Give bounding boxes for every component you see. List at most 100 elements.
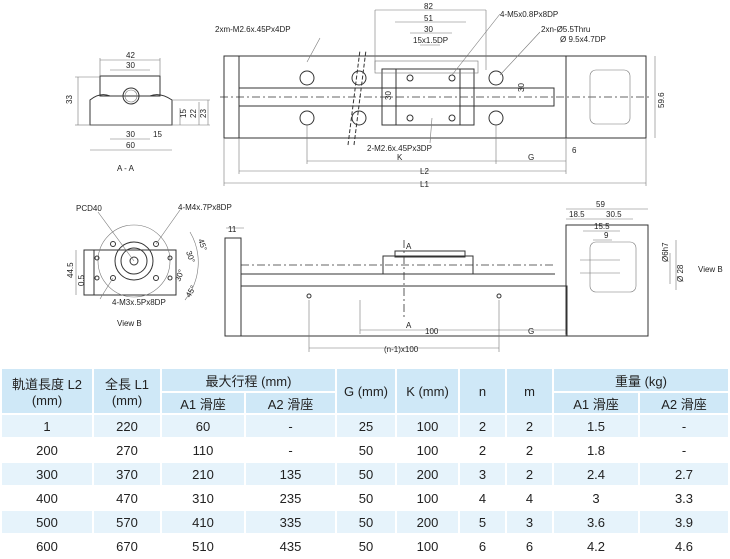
dim-42: 42 — [126, 51, 135, 60]
angle-30-bottom: 30° — [173, 268, 186, 282]
table-cell: 50 — [337, 463, 395, 485]
table-cell: 100 — [397, 487, 458, 509]
dim-15: 15 — [179, 109, 188, 118]
table-cell: 100 — [397, 439, 458, 461]
dim-44.5: 44.5 — [66, 262, 75, 278]
table-cell: 200 — [397, 463, 458, 485]
dim-18.5: 18.5 — [569, 210, 585, 219]
table-cell: 300 — [2, 463, 92, 485]
label-pcd40: PCD40 — [76, 204, 102, 213]
dim-k: K — [397, 153, 403, 162]
table-cell: 50 — [337, 511, 395, 533]
table-cell: 220 — [94, 415, 160, 437]
view-b: PCD40 4-M4x.7Px8DP 4-M3x.5Px8DP 44.5 0.5… — [66, 203, 232, 328]
dim-g: G — [528, 153, 534, 162]
table-cell: 100 — [397, 535, 458, 557]
table-cell: 50 — [337, 535, 395, 557]
callout-m5: 4-M5x0.8Px8DP — [500, 10, 558, 19]
table-cell: 3 — [554, 487, 638, 509]
callout-m2.6-bottom: 2-M2.6x.45Px3DP — [367, 144, 432, 153]
dim-30-vertical-right: 30 — [517, 83, 526, 92]
dim-30: 30 — [126, 61, 135, 70]
table-cell: 4 — [460, 487, 505, 509]
header-weight-a1: A1 滑座 — [554, 393, 638, 413]
table-cell: 2 — [460, 415, 505, 437]
dim-l2: L2 — [420, 167, 429, 176]
section-marker-a-bottom: A — [406, 321, 412, 330]
dim-23: 23 — [199, 109, 208, 118]
dim-82: 82 — [424, 2, 433, 11]
table-cell: 570 — [94, 511, 160, 533]
callout-m2.6-top: 2xm-M2.6x.45Px4DP — [215, 25, 291, 34]
table-cell: 435 — [246, 535, 335, 557]
dim-59: 59 — [596, 200, 605, 209]
section-label: A - A — [117, 164, 135, 173]
header-l2: 軌道長度 L2(mm) — [2, 369, 92, 413]
dim-g-side: G — [528, 327, 534, 336]
dim-60: 60 — [126, 141, 135, 150]
table-cell: 2.4 — [554, 463, 638, 485]
table-cell: 670 — [94, 535, 160, 557]
dim-51: 51 — [424, 14, 433, 23]
table-cell: 2 — [507, 439, 552, 461]
dim-15.5: 15.5 — [594, 222, 610, 231]
table-cell: 100 — [397, 415, 458, 437]
view-b-label: View B — [117, 319, 142, 328]
dim-shaft-6h7: Ø6h7 — [661, 242, 670, 262]
dim-22: 22 — [189, 109, 198, 118]
table-cell: 1 — [2, 415, 92, 437]
header-weight-a2: A2 滑座 — [640, 393, 728, 413]
table-cell: - — [246, 415, 335, 437]
dim-9: 9 — [604, 231, 609, 240]
header-stroke-a2: A2 滑座 — [246, 393, 335, 413]
table-cell: 3 — [507, 511, 552, 533]
table-cell: 470 — [94, 487, 160, 509]
table-cell: 510 — [162, 535, 244, 557]
dim-11: 11 — [228, 225, 237, 234]
table-cell: - — [640, 439, 728, 461]
dim-0.5: 0.5 — [77, 274, 86, 286]
dim-30-vertical: 30 — [384, 91, 393, 100]
dim-l1: L1 — [420, 180, 429, 189]
dim-pitch: (n-1)x100 — [384, 345, 419, 354]
table-cell: 2 — [460, 439, 505, 461]
table-cell: 3.9 — [640, 511, 728, 533]
table-cell: 4.2 — [554, 535, 638, 557]
header-stroke: 最大行程 (mm) — [162, 369, 335, 391]
spec-table: 軌道長度 L2(mm) 全長 L1(mm) 最大行程 (mm) G (mm) K… — [0, 367, 730, 559]
dim-30.5: 30.5 — [606, 210, 622, 219]
table-cell: 3.3 — [640, 487, 728, 509]
table-cell: 3.6 — [554, 511, 638, 533]
table-cell: 500 — [2, 511, 92, 533]
table-cell: 600 — [2, 535, 92, 557]
header-l1: 全長 L1(mm) — [94, 369, 160, 413]
header-m: m — [507, 369, 552, 413]
table-cell: 50 — [337, 439, 395, 461]
table-cell: 2.7 — [640, 463, 728, 485]
dim-15-bottom: 15 — [153, 130, 162, 139]
technical-drawing: 42 30 33 15 22 23 30 15 60 A - A 82 51 3… — [65, 2, 723, 354]
table-cell: - — [246, 439, 335, 461]
angle-30-top: 30° — [184, 250, 197, 264]
table-cell: 6 — [460, 535, 505, 557]
header-n: n — [460, 369, 505, 413]
table-cell: 3 — [460, 463, 505, 485]
table-cell: 4 — [507, 487, 552, 509]
table-cell: 2 — [507, 463, 552, 485]
side-view: 11 A A 100 G (n-1)x100 59 18.5 30.5 15.5… — [224, 200, 723, 354]
view-b-arrow-label: View B — [698, 265, 723, 274]
dim-30-bottom: 30 — [126, 130, 135, 139]
callout-m3: 4-M3x.5Px8DP — [112, 298, 166, 307]
callout-m4: 4-M4x.7Px8DP — [178, 203, 232, 212]
header-stroke-a1: A1 滑座 — [162, 393, 244, 413]
table-cell: 400 — [2, 487, 92, 509]
table-cell: 2 — [507, 415, 552, 437]
table-cell: 235 — [246, 487, 335, 509]
table-cell: 5 — [460, 511, 505, 533]
